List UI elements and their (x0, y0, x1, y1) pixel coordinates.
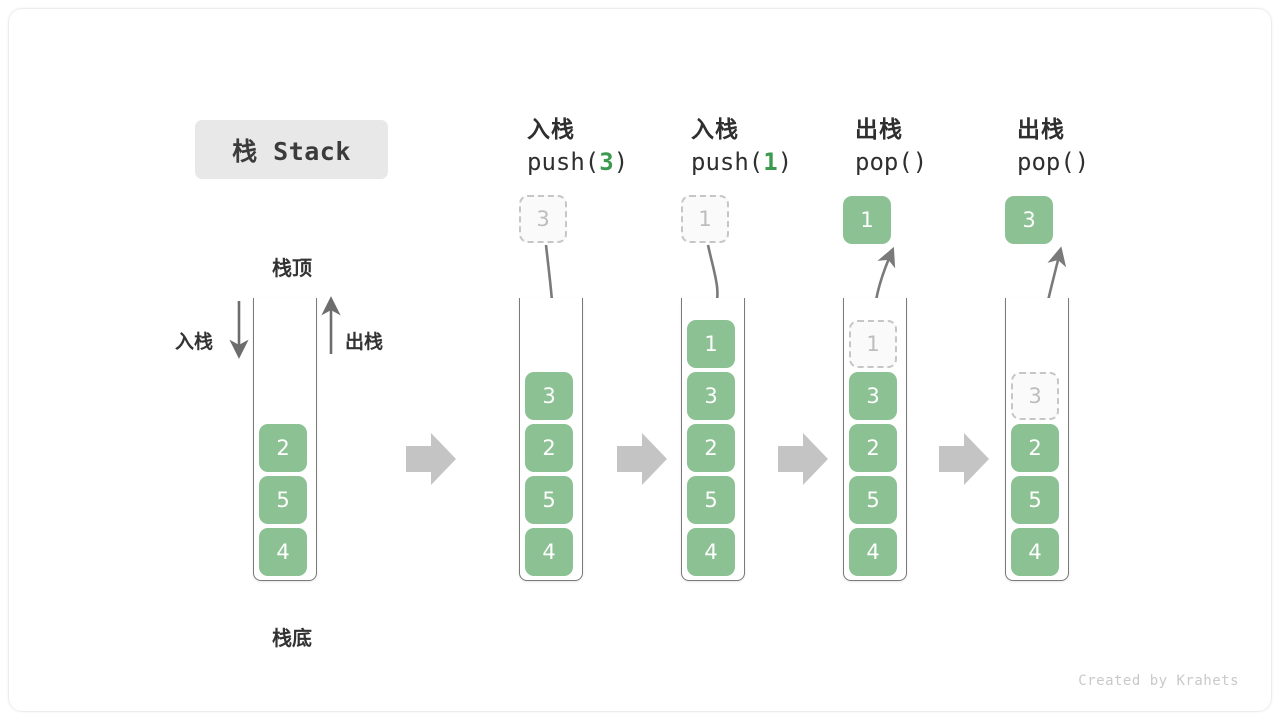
credit-text: Created by Krahets (1078, 673, 1239, 689)
title-badge: 栈 Stack (195, 120, 388, 179)
stack-top-label: 栈顶 (272, 256, 312, 280)
code-suffix: ) (777, 148, 793, 176)
stack-item-removed: 1 (849, 320, 897, 368)
stack-item: 4 (259, 528, 307, 576)
stack-item: 1 (687, 320, 735, 368)
stack-item: 4 (687, 528, 735, 576)
stack-item: 4 (1011, 528, 1059, 576)
stack-item: 5 (525, 476, 573, 524)
code-arg: 1 (763, 148, 778, 176)
code-prefix: pop( (1017, 148, 1075, 176)
column-header-push-1: 入栈 push(1) (691, 115, 891, 179)
column-header-code: pop() (1017, 145, 1217, 179)
stack-item-removed: 3 (1011, 372, 1059, 420)
stack-bottom-label: 栈底 (272, 626, 312, 650)
stack-item: 5 (259, 476, 307, 524)
column-header-pop-3: 出栈 pop() (1017, 115, 1217, 179)
code-suffix: ) (1074, 148, 1090, 176)
column-header-code: pop() (855, 145, 1055, 179)
column-header-cn: 入栈 (691, 117, 739, 143)
flow-arrow-2 (617, 433, 667, 485)
stack-item: 5 (687, 476, 735, 524)
stack-item: 2 (687, 424, 735, 472)
stack-item: 2 (259, 424, 307, 472)
code-prefix: push( (527, 148, 600, 176)
code-arg: 3 (599, 148, 614, 176)
stack-item: 3 (687, 372, 735, 420)
column-header-cn: 出栈 (855, 117, 903, 143)
code-prefix: push( (691, 148, 764, 176)
flow-arrow-4 (939, 433, 989, 485)
diagram-card: 栈 Stack 入栈 push(3) 入栈 push(1) 出栈 pop() 出… (8, 8, 1272, 712)
floating-value-box: 1 (681, 195, 729, 243)
code-suffix: ) (912, 148, 928, 176)
stack-item: 5 (1011, 476, 1059, 524)
floating-value-box: 3 (1005, 196, 1053, 244)
stack-item: 2 (849, 424, 897, 472)
stack-item: 2 (1011, 424, 1059, 472)
stack-item: 2 (525, 424, 573, 472)
column-header-cn: 出栈 (1017, 117, 1065, 143)
stack-item: 5 (849, 476, 897, 524)
stack-item: 3 (525, 372, 573, 420)
push-side-label: 入栈 (175, 331, 214, 353)
stack-item: 3 (849, 372, 897, 420)
column-header-code: push(3) (527, 145, 727, 179)
floating-value-box: 1 (843, 196, 891, 244)
code-suffix: ) (613, 148, 629, 176)
column-header-code: push(1) (691, 145, 891, 179)
flow-arrow-1 (406, 433, 456, 485)
column-header-cn: 入栈 (527, 117, 575, 143)
floating-value-box: 3 (519, 195, 567, 243)
code-prefix: pop( (855, 148, 913, 176)
column-header-pop-1: 出栈 pop() (855, 115, 1055, 179)
flow-arrow-3 (778, 433, 828, 485)
stack-item: 4 (525, 528, 573, 576)
stack-item: 4 (849, 528, 897, 576)
pop-side-label: 出栈 (345, 331, 384, 353)
column-header-push-3: 入栈 push(3) (527, 115, 727, 179)
